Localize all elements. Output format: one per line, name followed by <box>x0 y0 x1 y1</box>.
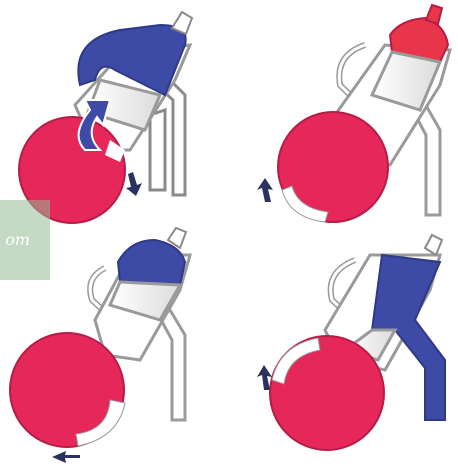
exhaust-pipe <box>150 110 165 190</box>
rotation-arrow-down <box>126 172 142 196</box>
panel-top-left <box>19 12 192 223</box>
spark-plug <box>426 5 442 24</box>
exhaust-pipe <box>160 310 185 420</box>
panel-bottom-right <box>257 235 445 450</box>
blue-charge <box>118 240 185 285</box>
spark-plug <box>425 235 442 255</box>
panel-top-right <box>257 5 450 222</box>
rotation-arrow-left <box>52 451 80 463</box>
watermark: om <box>0 200 50 280</box>
rotation-arrow-up <box>257 178 273 202</box>
